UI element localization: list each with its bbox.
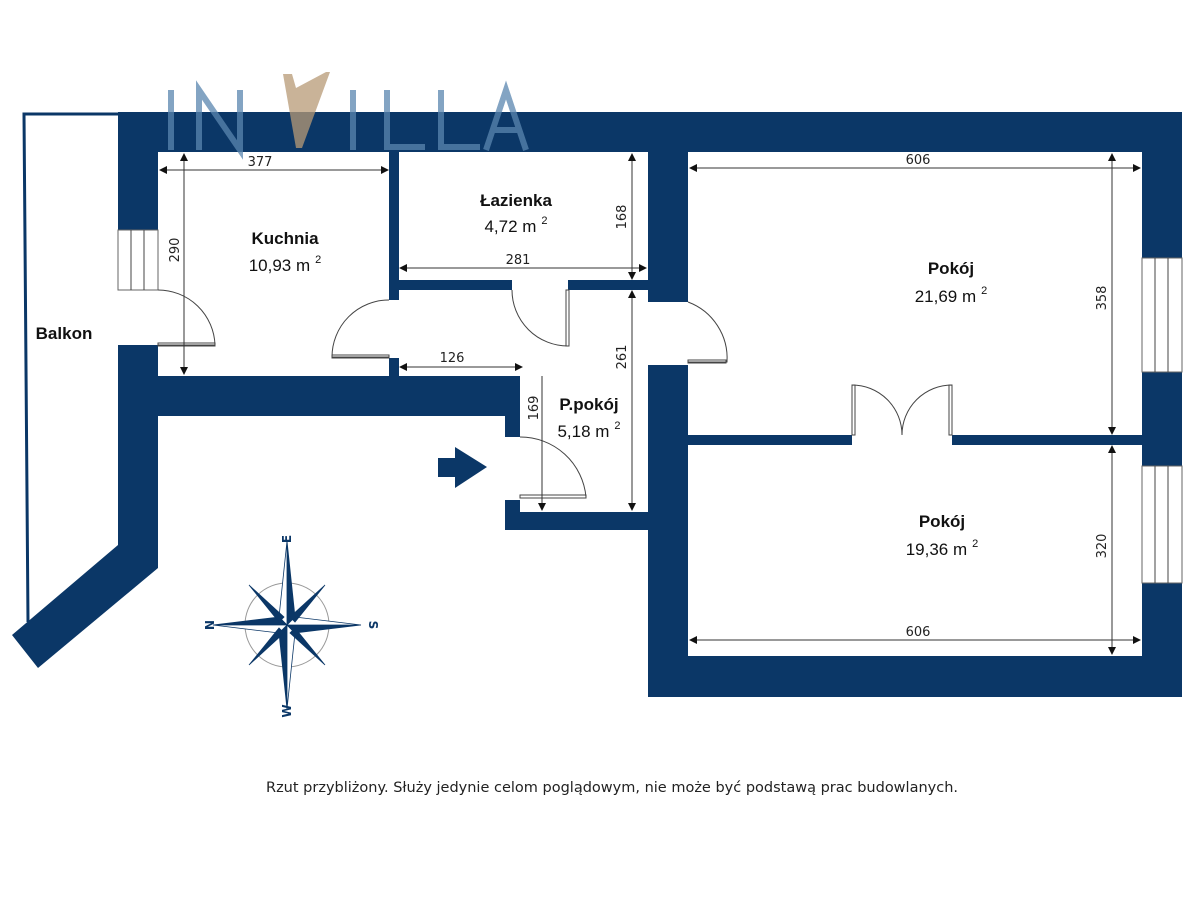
dim-entry-height: 169 bbox=[527, 396, 542, 421]
compass-n: N bbox=[202, 620, 216, 630]
balcony bbox=[22, 112, 118, 623]
dim-hall-height: 261 bbox=[615, 345, 630, 370]
room-name: Kuchnia bbox=[251, 229, 319, 248]
logo bbox=[168, 72, 529, 160]
dimension-lines bbox=[159, 153, 1141, 655]
dim-room1-width: 606 bbox=[906, 153, 931, 168]
room-name: Łazienka bbox=[480, 191, 552, 210]
dim-room1-height: 358 bbox=[1095, 286, 1110, 311]
walls bbox=[12, 112, 1182, 697]
compass-s: S bbox=[366, 621, 380, 630]
compass-rose-icon: E W N S bbox=[202, 535, 380, 718]
room-name: Pokój bbox=[928, 259, 974, 278]
windows bbox=[117, 229, 1183, 584]
room-balcony: Balkon bbox=[36, 324, 93, 343]
room-name: P.pokój bbox=[559, 395, 618, 414]
entrance-arrow-icon bbox=[438, 447, 487, 488]
dim-room2-width: 606 bbox=[906, 625, 931, 640]
doors bbox=[157, 289, 953, 499]
room-name: Pokój bbox=[919, 512, 965, 531]
dim-hall-width: 126 bbox=[440, 351, 465, 366]
dim-kitchen-height: 290 bbox=[168, 238, 183, 263]
disclaimer-note: Rzut przybliżony. Służy jedynie celom po… bbox=[266, 780, 958, 796]
compass-e: E bbox=[280, 535, 294, 543]
dim-room2-height: 320 bbox=[1095, 534, 1110, 559]
dim-bath-height: 168 bbox=[615, 205, 630, 230]
dim-bath-width: 281 bbox=[506, 253, 531, 268]
dim-kitchen-width: 377 bbox=[248, 155, 273, 170]
compass-w: W bbox=[280, 704, 294, 717]
